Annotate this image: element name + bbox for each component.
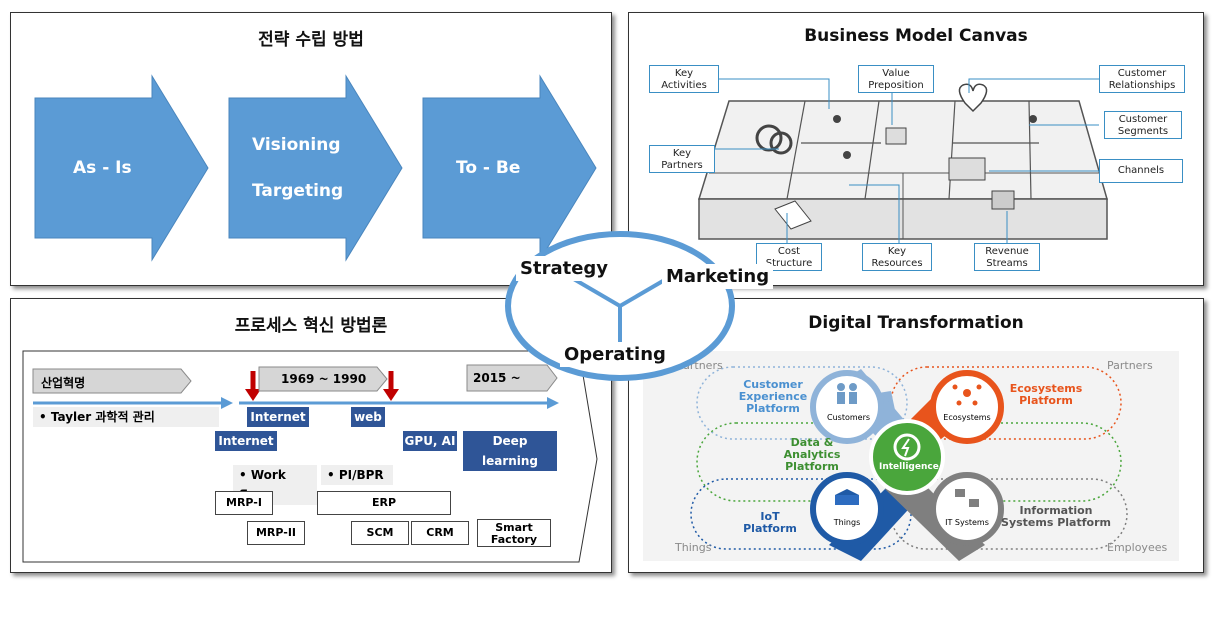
era-industrial-revolution: 산업혁명 [41,376,86,390]
node-intelligence: Intelligence [879,462,939,472]
strategy-panel: 전략 수립 방법 As - Is Visioning Targeting To … [10,12,612,286]
digital-panel: Digital Transformation Partners Partners [628,298,1204,573]
pi-bpr-label: • PI/BPR [321,465,393,485]
to-be-arrow [422,74,597,262]
mrp-ii-box: MRP-II [247,521,305,545]
as-is-label: As - Is [73,158,132,178]
operating-label: Operating [560,342,670,367]
corner-things: Things [675,541,712,554]
marketing-label: Marketing [662,264,774,289]
era-1969-1990: 1969 ~ 1990 [281,372,367,386]
strategy-label: Strategy [516,256,613,281]
node-it-systems: IT Systems [945,518,989,527]
web-tag: web [351,407,385,427]
visioning-arrow [228,74,403,262]
as-is-arrow [34,74,209,262]
corner-employees: Employees [1107,541,1168,554]
process-panel: 프로세스 혁신 방법론 산업혁명 1969 ~ 1990 2015 ~ • Ta… [10,298,612,573]
bmc-panel-title: Business Model Canvas [804,26,1028,46]
erp-box: ERP [317,491,451,515]
node-ecosystems: Ecosystems [943,413,991,422]
crm-box: CRM [411,521,469,545]
scm-box: SCM [351,521,409,545]
digital-panel-title: Digital Transformation [808,313,1024,333]
targeting-label: Targeting [252,181,344,201]
internet-tag-1: Internet [247,407,309,427]
mrp-i-box: MRP-I [215,491,273,515]
deep-learning-tag: Deep learning [463,431,557,471]
gpu-ai-tag: GPU, AI [403,431,457,451]
digital-diagram [643,351,1179,561]
node-things: Things [833,518,861,527]
bmc-illustration [697,78,1108,243]
smart-factory-box: Smart Factory [477,519,551,547]
taylor-label: • Tayler 과학적 관리 [33,407,219,427]
strategy-arrows [34,74,597,262]
to-be-label: To - Be [456,158,521,178]
corner-partners-right: Partners [1107,359,1153,372]
strategy-panel-title: 전략 수립 방법 [258,30,364,50]
visioning-label: Visioning [252,135,341,155]
channels-callout: Channels [1099,159,1183,183]
node-customers: Customers [827,413,871,422]
era-2015: 2015 ~ [473,371,521,385]
internet-tag-2: Internet [215,431,277,451]
process-panel-title: 프로세스 혁신 방법론 [234,316,388,336]
process-frame [22,350,598,563]
